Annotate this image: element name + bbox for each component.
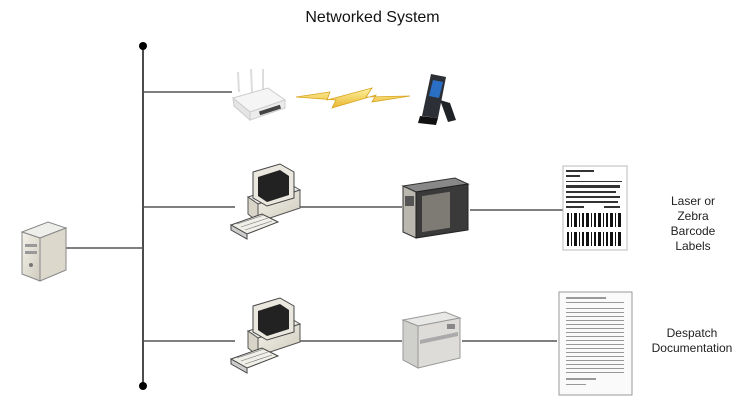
label-printer-icon [401,177,470,239]
wireless-router-icon [231,68,287,122]
laser-printer-icon [401,311,462,369]
despatch-documentation-caption: Despatch Documentation [645,326,739,356]
desktop-computer-icon [230,297,301,374]
caption-line: Laser or [670,194,716,208]
barcode-label-icon [562,165,628,251]
caption-line: Barcode [670,224,716,238]
caption-line: Despatch [666,326,718,340]
barcode-labels-caption: Laser or Zebra Barcode Labels [655,194,731,254]
caption-line: Documentation [651,341,733,355]
lightning-bolt-icon [295,87,411,109]
caption-line: Zebra [677,209,709,223]
bus-end-dot [139,382,147,390]
connectors [65,46,563,386]
document-icon [558,291,633,396]
handheld-scanner-icon [418,74,456,125]
bus-end-dot [139,42,147,50]
desktop-computer-icon [229,163,302,240]
diagram-title: Networked System [305,9,440,26]
server-icon [20,221,68,282]
caption-line: Labels [675,239,711,253]
